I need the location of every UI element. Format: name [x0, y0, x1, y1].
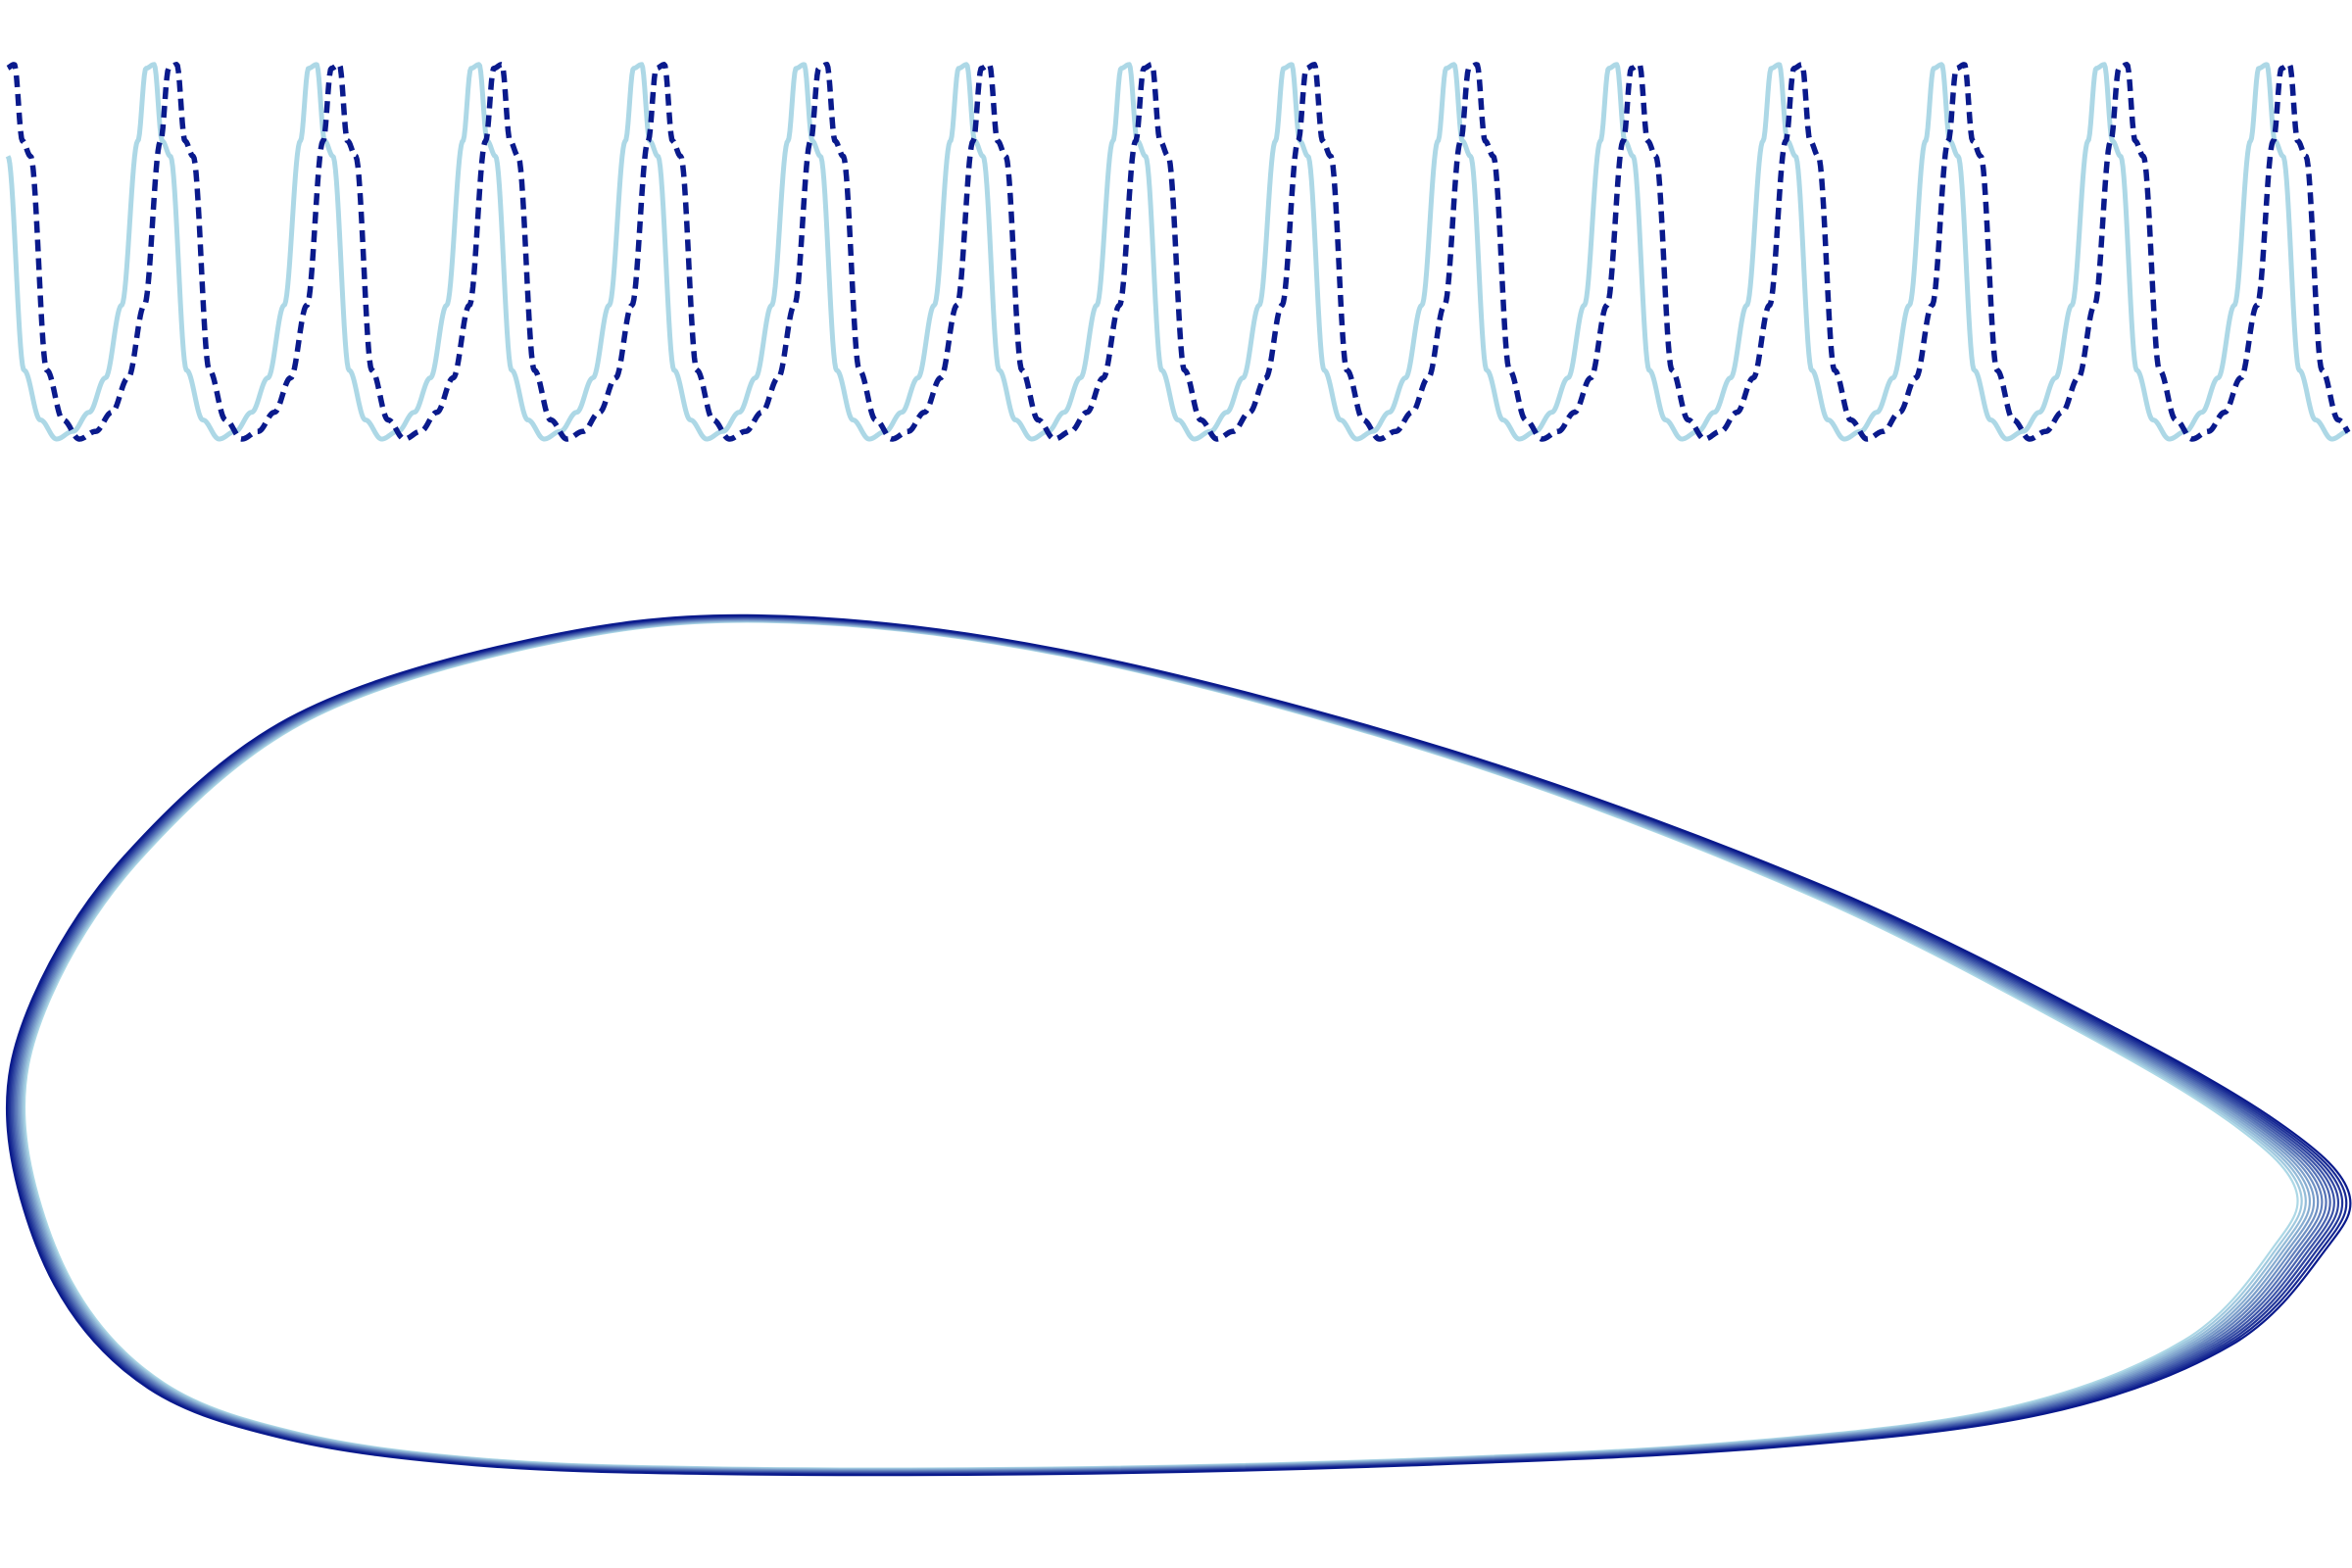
orbit-loop-3 [21, 619, 2308, 1471]
orbit-loop-2 [22, 619, 2303, 1471]
phase-portrait-panel [5, 613, 2352, 1477]
orbit-loop-11 [10, 615, 2340, 1475]
series-1-line [5, 62, 2350, 442]
orbit-loop-13 [7, 614, 2348, 1476]
orbit-loop-7 [15, 617, 2324, 1473]
orbit-loop-5 [18, 618, 2316, 1472]
orbit-loop-9 [12, 616, 2331, 1474]
orbit-loop-1 [23, 620, 2299, 1470]
orbit-loop-10 [11, 615, 2336, 1475]
orbit-loop-6 [16, 617, 2320, 1473]
orbit-loop-12 [8, 614, 2344, 1476]
orbit-loop-4 [19, 618, 2312, 1472]
series-2-line [6, 62, 2351, 442]
orbit-loop-8 [14, 616, 2328, 1474]
time-series-panel [5, 62, 2351, 442]
orbit-loop-14 [5, 613, 2352, 1477]
